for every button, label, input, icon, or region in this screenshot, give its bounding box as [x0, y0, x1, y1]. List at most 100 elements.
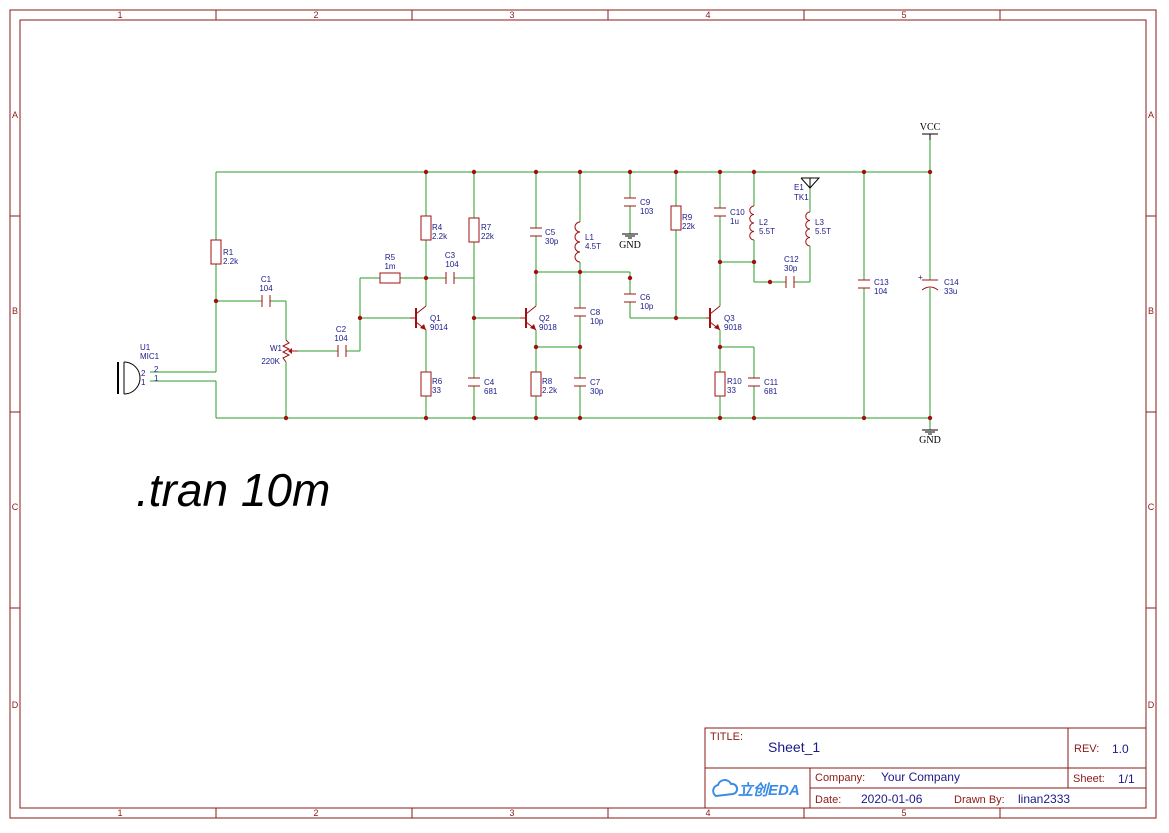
svg-text:2.2k: 2.2k: [223, 257, 239, 266]
svg-text:9018: 9018: [539, 323, 557, 332]
drawn-by-label: Drawn By:: [954, 794, 1005, 806]
capacitor-c6[interactable]: C6 10p: [624, 293, 654, 311]
svg-text:C7: C7: [590, 378, 601, 387]
resistor-r9[interactable]: R9 22k: [670, 205, 696, 231]
column-label-top: 1: [117, 10, 122, 20]
svg-text:5.5T: 5.5T: [815, 227, 831, 236]
company-label: Company:: [815, 772, 865, 784]
svg-text:33: 33: [432, 386, 441, 395]
svg-text:C8: C8: [590, 308, 601, 317]
svg-text:30p: 30p: [545, 237, 559, 246]
capacitor-c7[interactable]: C7 30p: [574, 377, 604, 396]
vcc-label: VCC: [920, 122, 941, 133]
logo-text: 立创EDA: [738, 781, 800, 799]
date-label: Date:: [815, 794, 841, 806]
gnd-symbol: GND: [919, 429, 941, 446]
rev-value: 1.0: [1112, 742, 1129, 756]
svg-text:C2: C2: [336, 325, 347, 334]
wires: [150, 140, 931, 430]
svg-text:1: 1: [141, 378, 146, 387]
svg-text:R7: R7: [481, 223, 492, 232]
junctions: [213, 169, 933, 421]
capacitor-c10[interactable]: C10 1u: [714, 207, 745, 226]
capacitor-c2[interactable]: C2 104: [334, 325, 348, 357]
svg-text:C12: C12: [784, 255, 799, 264]
capacitor-c8[interactable]: C8 10p: [574, 307, 604, 326]
svg-text:1m: 1m: [384, 262, 395, 271]
transistor-q2[interactable]: Q2 9018: [520, 305, 557, 332]
capacitor-c11[interactable]: C11 681: [748, 377, 779, 396]
svg-text:MIC1: MIC1: [140, 352, 160, 361]
sheet-title: Sheet_1: [768, 739, 820, 755]
svg-text:Q3: Q3: [724, 314, 735, 323]
inductor-l3[interactable]: L3 5.5T: [805, 211, 831, 247]
capacitor-c9[interactable]: C9 103: [624, 197, 654, 216]
svg-text:10p: 10p: [590, 317, 604, 326]
antenna-e1[interactable]: E1 TK1: [794, 177, 821, 202]
svg-text:22k: 22k: [481, 232, 495, 241]
transistor-q1[interactable]: Q1 9014: [410, 305, 448, 332]
svg-text:9018: 9018: [724, 323, 742, 332]
column-label-top: 4: [705, 10, 710, 20]
rev-label: REV:: [1074, 743, 1099, 755]
capacitor-c14[interactable]: + C14 33u: [918, 273, 959, 296]
resistor-r10[interactable]: R10 33: [714, 371, 742, 397]
svg-text:1u: 1u: [730, 217, 739, 226]
svg-text:22k: 22k: [682, 222, 696, 231]
drawn-by-value: linan2333: [1018, 792, 1070, 806]
svg-text:C10: C10: [730, 208, 745, 217]
svg-text:L3: L3: [815, 218, 824, 227]
microphone-u1[interactable]: U1 MIC1 2 1 2 1: [117, 343, 160, 395]
capacitor-c13[interactable]: C13 104: [858, 278, 889, 296]
resistor-r6[interactable]: R6 33: [420, 371, 443, 397]
resistor-r5[interactable]: R5 1m: [379, 253, 401, 284]
resistor-r1[interactable]: R1 2.2k: [210, 239, 239, 266]
gnd-symbol: GND: [619, 233, 641, 251]
capacitor-c12[interactable]: C12 30p: [784, 255, 799, 288]
row-label-right: A: [1148, 110, 1154, 120]
capacitor-c3[interactable]: C3 104: [445, 251, 459, 284]
svg-text:2: 2: [141, 369, 146, 378]
svg-text:104: 104: [445, 260, 459, 269]
svg-text:30p: 30p: [590, 387, 604, 396]
row-label-left: A: [12, 110, 18, 120]
title-label: TITLE:: [710, 731, 743, 743]
row-label-left: D: [12, 700, 19, 710]
svg-text:R5: R5: [385, 253, 396, 262]
column-label-bottom: 4: [705, 808, 710, 818]
capacitor-c1[interactable]: C1 104: [259, 275, 273, 307]
svg-text:30p: 30p: [784, 264, 798, 273]
svg-text:E1: E1: [794, 183, 804, 192]
spice-directive[interactable]: .tran 10m: [136, 464, 330, 516]
resistor-r7[interactable]: R7 22k: [468, 217, 495, 243]
inductor-l1[interactable]: L1 4.5T: [574, 221, 601, 263]
svg-text:+: +: [918, 273, 923, 282]
svg-text:C3: C3: [445, 251, 456, 260]
sheet-value: 1/1: [1118, 772, 1135, 786]
transistor-q3[interactable]: Q3 9018: [706, 305, 742, 332]
vcc-symbol: VCC: [920, 122, 941, 140]
sheet-label: Sheet:: [1073, 773, 1105, 785]
svg-text:2.2k: 2.2k: [542, 386, 558, 395]
column-label-bottom: 2: [313, 808, 318, 818]
capacitor-c5[interactable]: C5 30p: [530, 227, 559, 246]
column-label-top: 2: [313, 10, 318, 20]
svg-text:L1: L1: [585, 233, 594, 242]
svg-text:104: 104: [259, 284, 273, 293]
svg-text:TK1: TK1: [794, 193, 809, 202]
svg-text:R9: R9: [682, 213, 693, 222]
resistor-r4[interactable]: R4 2.2k: [420, 215, 448, 241]
svg-text:C11: C11: [764, 378, 779, 387]
company-value: Your Company: [881, 770, 960, 784]
row-label-left: B: [12, 306, 18, 316]
potentiometer-w1[interactable]: W1 220K: [261, 339, 298, 366]
svg-text:220K: 220K: [261, 357, 280, 366]
capacitor-c4[interactable]: C4 681: [468, 377, 498, 396]
resistor-r8[interactable]: R8 2.2k: [530, 371, 558, 397]
gnd-label: GND: [919, 435, 941, 446]
inductor-l2[interactable]: L2 5.5T: [749, 205, 775, 241]
svg-text:2.2k: 2.2k: [432, 232, 448, 241]
lceda-logo: 立创EDA: [712, 779, 800, 799]
svg-text:R1: R1: [223, 248, 234, 257]
